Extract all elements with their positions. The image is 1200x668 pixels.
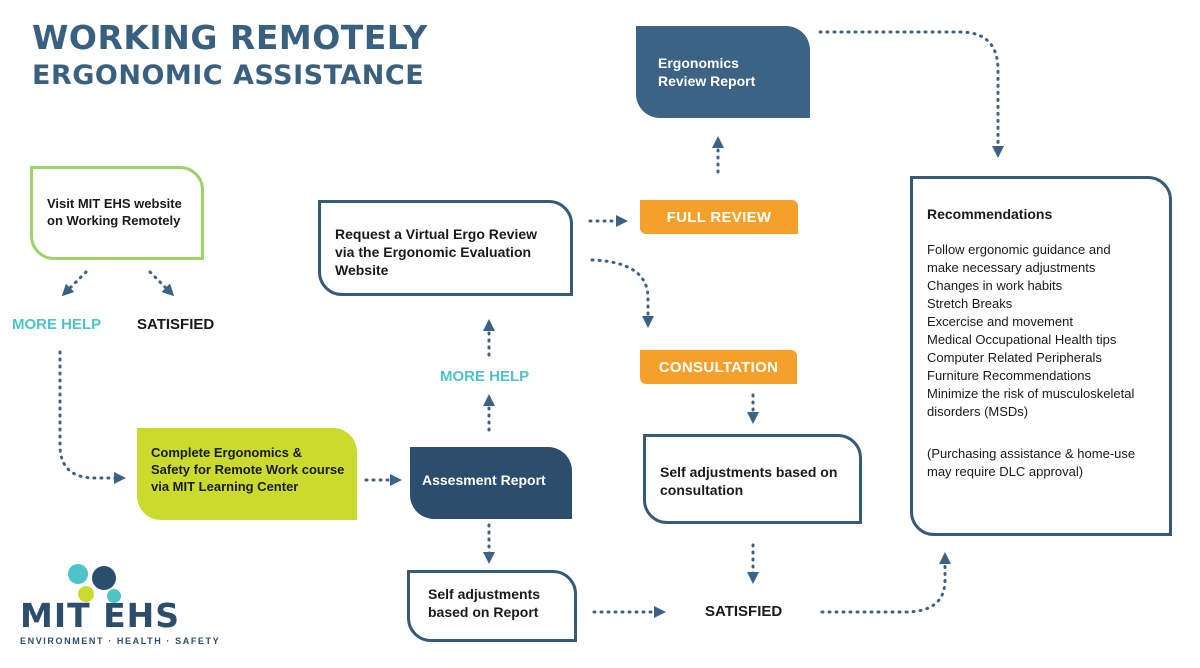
self-adj-consultation-box: Self adjustments based on consultation <box>643 434 862 524</box>
recommendation-item: Minimize the risk of musculoskeletal <box>927 386 1135 401</box>
self-adj-report-text: Self adjustments based on Report <box>428 586 541 620</box>
self-adj-consultation-text: Self adjustments based on consultation <box>660 464 838 498</box>
self-adj-report-box: Self adjustments based on Report <box>407 570 577 642</box>
page-title: WORKING REMOTELY <box>32 18 428 57</box>
recommendation-item: Excercise and movement <box>927 314 1073 329</box>
request-review-box: Request a Virtual Ergo Review via the Er… <box>318 200 573 296</box>
recommendation-item: make necessary adjustments <box>927 260 1096 275</box>
recommendation-item: disorders (MSDs) <box>927 404 1029 419</box>
recommendation-item: Furniture Recommendations <box>927 368 1092 383</box>
recommendation-item: Changes in work habits <box>927 278 1063 293</box>
assessment-report-text: Assesment Report <box>422 472 546 488</box>
recommendations-box: Recommendations Follow ergonomic guidanc… <box>910 176 1172 536</box>
recommendation-item: Follow ergonomic guidance and <box>927 242 1111 257</box>
satisfied-bottom-label: SATISFIED <box>705 603 783 620</box>
logo-molecule-icon <box>68 564 121 603</box>
visit-website-text: Visit MIT EHS website on Working Remotel… <box>47 196 182 228</box>
request-review-text: Request a Virtual Ergo Review via the Er… <box>335 226 538 278</box>
visit-website-box: Visit MIT EHS website on Working Remotel… <box>30 166 204 260</box>
recommendations-note: (Purchasing assistance & home-use may re… <box>927 446 1136 479</box>
consultation-badge: CONSULTATION <box>640 350 797 384</box>
more-help-center-label: MORE HELP <box>440 368 530 385</box>
logo-name: MIT EHS <box>20 596 181 635</box>
arrow-request-to-consultation <box>590 258 654 328</box>
logo-tagline: ENVIRONMENT · HEALTH · SAFETY <box>20 636 221 646</box>
arrow-morehelp-to-course <box>58 350 126 484</box>
recommendations-heading: Recommendations <box>927 206 1053 222</box>
recommendation-item: Computer Related Peripherals <box>927 350 1102 365</box>
more-help-left-label: MORE HELP <box>12 316 102 333</box>
recommendation-item: Stretch Breaks <box>927 296 1013 311</box>
complete-course-text: Complete Ergonomics & Safety for Remote … <box>151 445 345 494</box>
ergonomics-report-box: Ergonomics Review Report <box>636 26 810 118</box>
page-subtitle: ERGONOMIC ASSISTANCE <box>32 60 425 91</box>
ergonomics-report-text: Ergonomics Review Report <box>658 55 756 89</box>
arrow-report-to-recommendations <box>818 30 1004 158</box>
arrow-visit-to-satisfied <box>148 270 175 297</box>
complete-course-box: Complete Ergonomics & Safety for Remote … <box>137 428 357 520</box>
satisfied-left-label: SATISFIED <box>137 316 215 333</box>
recommendation-item: Medical Occupational Health tips <box>927 332 1117 347</box>
full-review-badge: FULL REVIEW <box>640 200 798 234</box>
assessment-report-box: Assesment Report <box>410 447 572 519</box>
arrow-satisfied-to-recommendations <box>820 552 951 614</box>
arrow-visit-to-morehelp <box>61 270 88 297</box>
